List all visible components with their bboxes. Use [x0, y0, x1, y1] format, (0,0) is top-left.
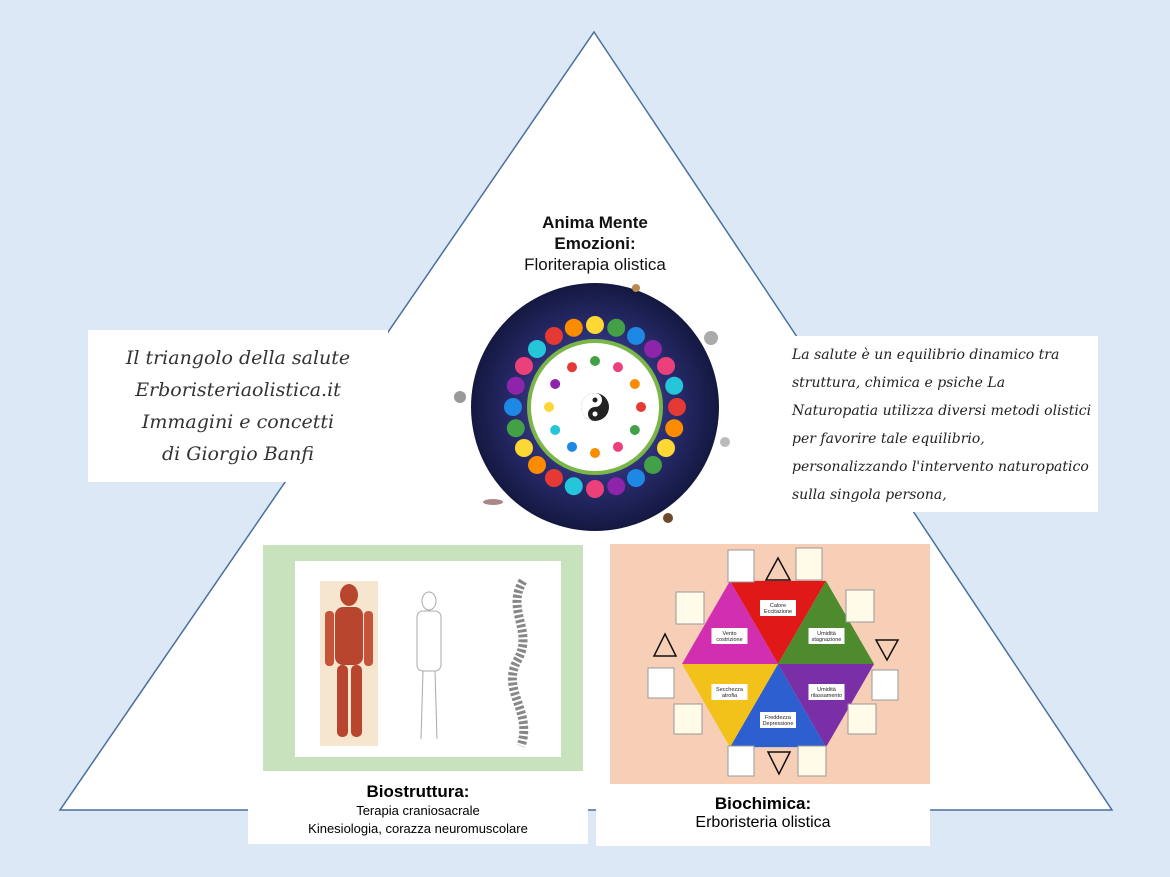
- mandala-figure: [657, 357, 676, 375]
- hexagon-label: stagnazione: [812, 637, 842, 643]
- anatomy-image: [263, 545, 583, 771]
- mandala-flower: [567, 362, 577, 373]
- hexagon-label: atrofia: [722, 693, 738, 699]
- mind-subtitle: Floriterapia olistica: [524, 255, 666, 274]
- mind-title-1: Anima Mente: [542, 213, 648, 232]
- hexagon-label-box: [808, 628, 845, 644]
- structure-line-1: Terapia craniosacrale: [356, 803, 480, 818]
- hexagon-label: Umidità: [817, 631, 837, 637]
- mandala-figure: [506, 419, 525, 438]
- mind-vertex-label: Anima Mente Emozioni: Floriterapia olist…: [470, 212, 720, 276]
- mandala-figure: [506, 376, 525, 395]
- mandala-figure: [627, 469, 645, 488]
- flower-mandala-image: [454, 283, 730, 531]
- title-caption-box: Il triangolo della salute Erboristeriaol…: [88, 330, 388, 482]
- mandala-figure: [665, 376, 684, 395]
- hexagon-segment: [730, 664, 826, 748]
- chemistry-title: Biochimica:: [714, 794, 812, 813]
- mandala-figure: [545, 326, 563, 345]
- caption-line-1: Il triangolo della salute: [125, 347, 351, 369]
- mandala-figure: [514, 439, 533, 457]
- hexagon-label-box: [711, 684, 748, 700]
- mandala-figure: [504, 398, 522, 416]
- description-box: La salute è un equilibrio dinamico tra s…: [786, 336, 1098, 512]
- caption-line-3: Immagini e concetti: [141, 411, 335, 433]
- mandala-figure: [643, 455, 662, 474]
- mandala-flower: [613, 362, 623, 373]
- mandala-flower: [550, 425, 561, 435]
- mandala-flower: [629, 379, 640, 389]
- hexagon-label: Calore: [770, 603, 786, 609]
- mandala-figure: [545, 469, 563, 488]
- hexagon-label-box: [711, 628, 748, 644]
- mandala-figure: [657, 439, 676, 457]
- mandala-figure: [586, 316, 604, 334]
- mandala-figure: [668, 398, 686, 416]
- hexagon-label-box: [760, 600, 796, 616]
- mandala-flower: [567, 441, 577, 452]
- mandala-flower: [629, 425, 640, 435]
- structure-line-2: Kinesiologia, corazza neuromuscolare: [308, 821, 528, 836]
- hexagon-label: Eccitazione: [764, 609, 792, 615]
- mandala-figure: [564, 318, 583, 337]
- mandala-figure: [586, 480, 604, 498]
- hexagon-label-box: [808, 684, 845, 700]
- mandala-flower: [613, 441, 623, 452]
- structure-title: Biostruttura:: [366, 782, 470, 801]
- anatomy-panel: [295, 561, 561, 757]
- chemistry-subtitle: Erboristeria olistica: [695, 814, 831, 831]
- mandala-figure: [627, 326, 645, 345]
- mandala-flower: [636, 402, 646, 412]
- chemistry-caption: Biochimica: Erboristeria olistica: [596, 788, 930, 846]
- hexagon-label: Freddezza: [765, 715, 792, 721]
- hexagon-segment: [730, 580, 826, 664]
- hexagon-label: rilassamento: [811, 693, 842, 699]
- mandala-figure: [528, 455, 547, 474]
- hexagon-label: costrizione: [716, 637, 742, 643]
- structure-caption: Biostruttura: Terapia craniosacrale Kine…: [248, 776, 588, 844]
- hexagon-label-box: [760, 712, 796, 728]
- hexagon-label: Vento: [722, 631, 736, 637]
- mandala-flower: [590, 448, 600, 458]
- mandala-figure: [514, 357, 533, 375]
- mandala-figure: [528, 340, 547, 359]
- mandala-figure: [665, 419, 684, 438]
- mandala-figure: [607, 477, 626, 496]
- hexagon-segment: [682, 580, 778, 664]
- hexagon-segment: [682, 664, 778, 748]
- caption-line-4: di Giorgio Banfi: [162, 443, 314, 465]
- hexagon-label: Secchezza: [716, 687, 744, 693]
- mind-title-2: Emozioni:: [554, 234, 636, 253]
- mandala-flower: [544, 402, 554, 412]
- mandala-figure: [643, 340, 662, 359]
- description-text: La salute è un equilibrio dinamico tra s…: [792, 347, 1092, 503]
- hexagon-segment: [778, 664, 874, 748]
- mandala-flower: [550, 379, 561, 389]
- hexagon-label: Umidità: [817, 687, 837, 693]
- mandala-figure: [607, 318, 626, 337]
- mandala-flower: [590, 356, 600, 366]
- caption-line-2: Erboristeriaolistica.it: [135, 379, 341, 401]
- mandala-figure: [564, 477, 583, 496]
- hexagon-segment: [778, 580, 874, 664]
- hexagon-label: Depressione: [763, 721, 794, 727]
